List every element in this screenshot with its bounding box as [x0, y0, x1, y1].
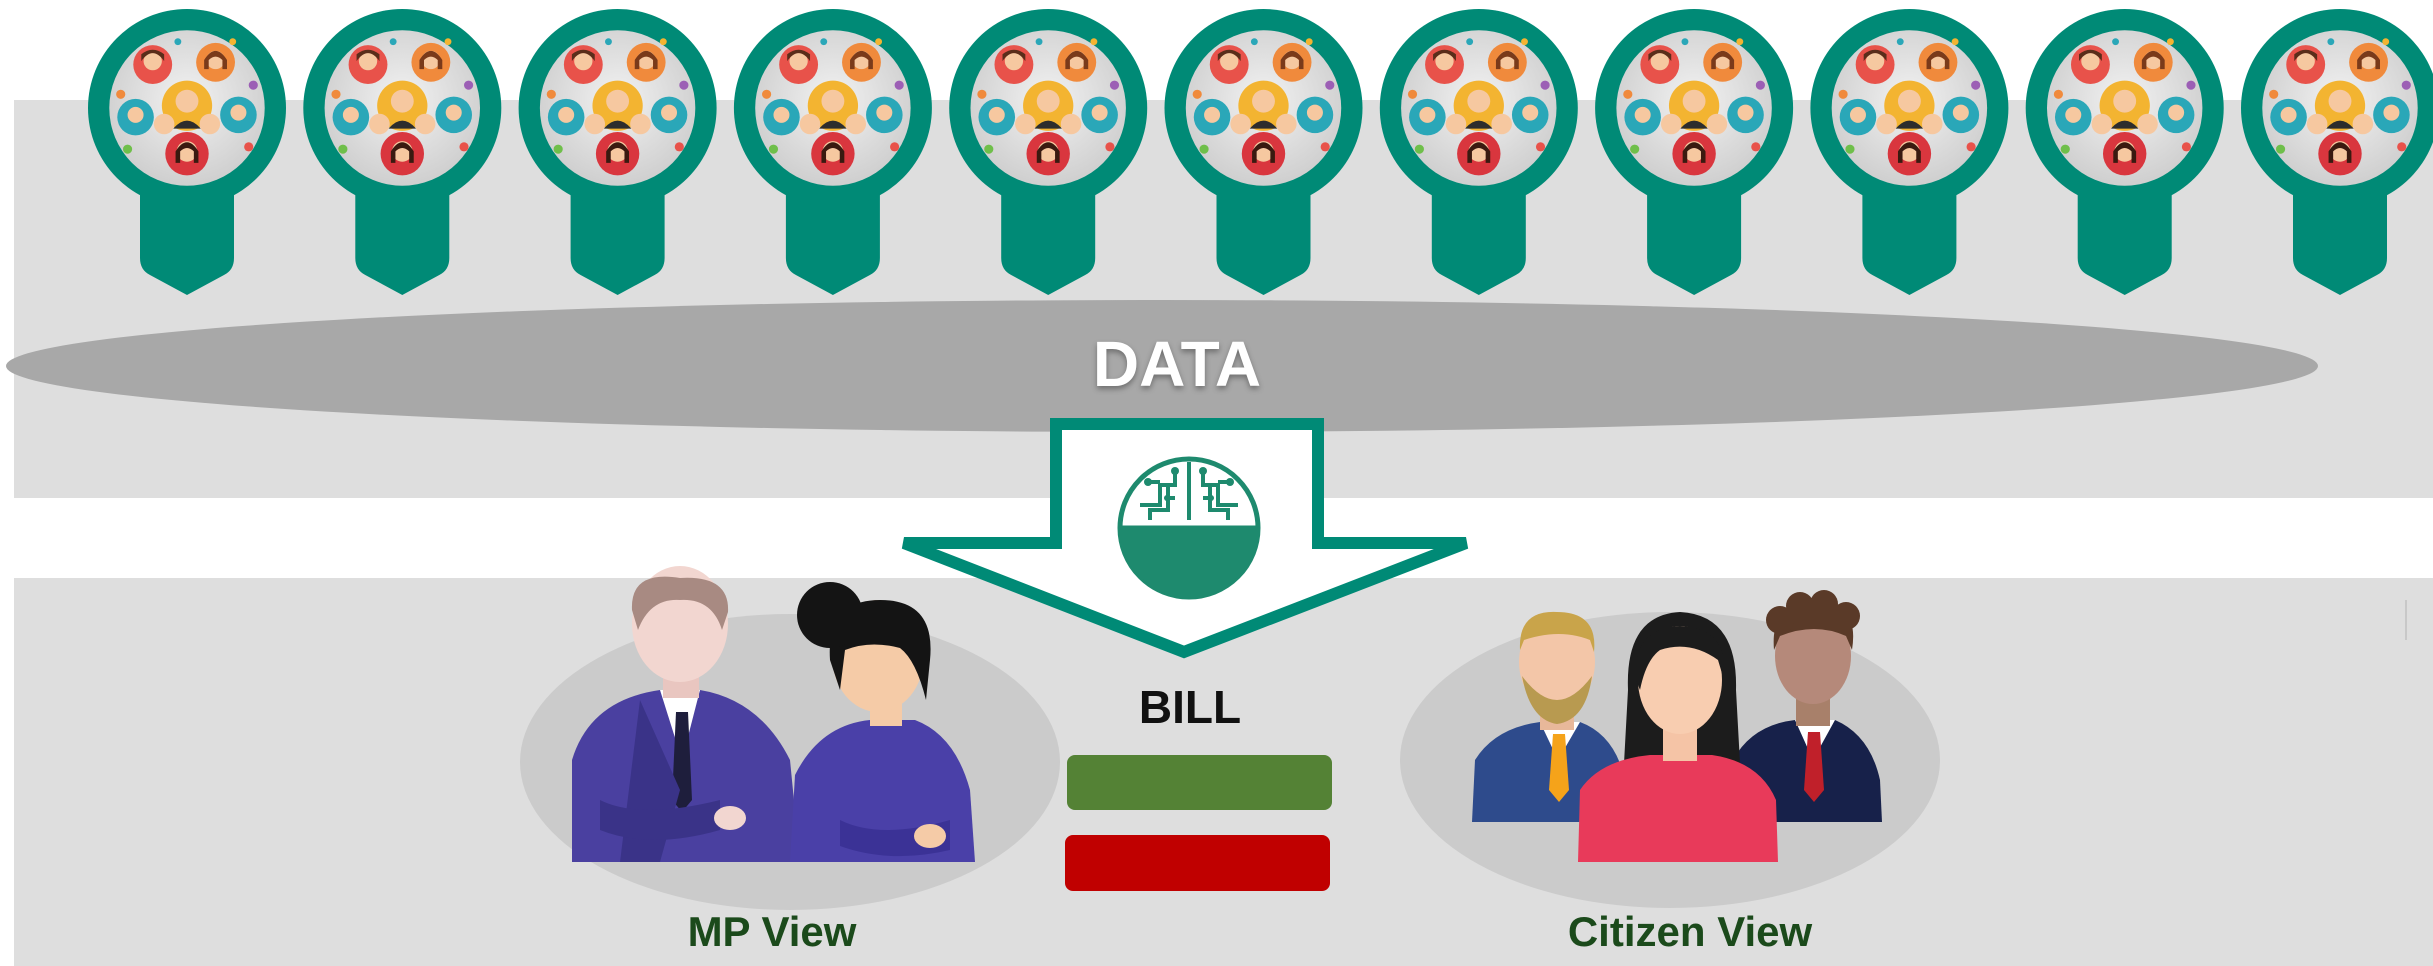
citizen-view-label: Citizen View	[1567, 908, 1813, 955]
community-pin	[303, 9, 502, 295]
data-label: DATA	[1092, 328, 1262, 400]
community-pin	[1164, 9, 1363, 295]
people-group-icon	[1616, 30, 1772, 186]
community-pin	[1595, 9, 1794, 295]
bill-label: BILL	[1138, 681, 1242, 733]
community-pin	[88, 9, 286, 295]
politicians-icon	[572, 566, 975, 862]
people-group-icon	[1831, 30, 1988, 186]
data-ellipse	[6, 300, 2318, 432]
community-pin	[2025, 9, 2224, 295]
people-group-icon	[970, 30, 1126, 186]
community-pin	[1810, 9, 2009, 295]
edge-divider	[2405, 600, 2407, 640]
vote-no-bar	[1065, 835, 1330, 891]
community-pin	[518, 9, 717, 295]
community-pin	[733, 9, 932, 295]
people-group-icon	[2046, 30, 2203, 186]
people-group-icon	[755, 30, 911, 186]
citizens-icon	[1472, 590, 1882, 862]
people-group-icon	[539, 30, 696, 186]
people-group-icon	[1185, 30, 1342, 186]
community-pin	[2241, 9, 2433, 295]
vote-yes-bar	[1067, 755, 1332, 810]
people-group-icon	[1401, 30, 1557, 186]
community-pins	[88, 9, 2433, 295]
community-pin	[1379, 9, 1578, 295]
people-group-icon	[2262, 30, 2418, 186]
circuit-brain-icon	[1117, 456, 1261, 600]
people-group-icon	[324, 30, 481, 186]
people-group-icon	[109, 30, 265, 186]
mp-view-label: MP View	[687, 908, 857, 955]
community-pin	[949, 9, 1148, 295]
